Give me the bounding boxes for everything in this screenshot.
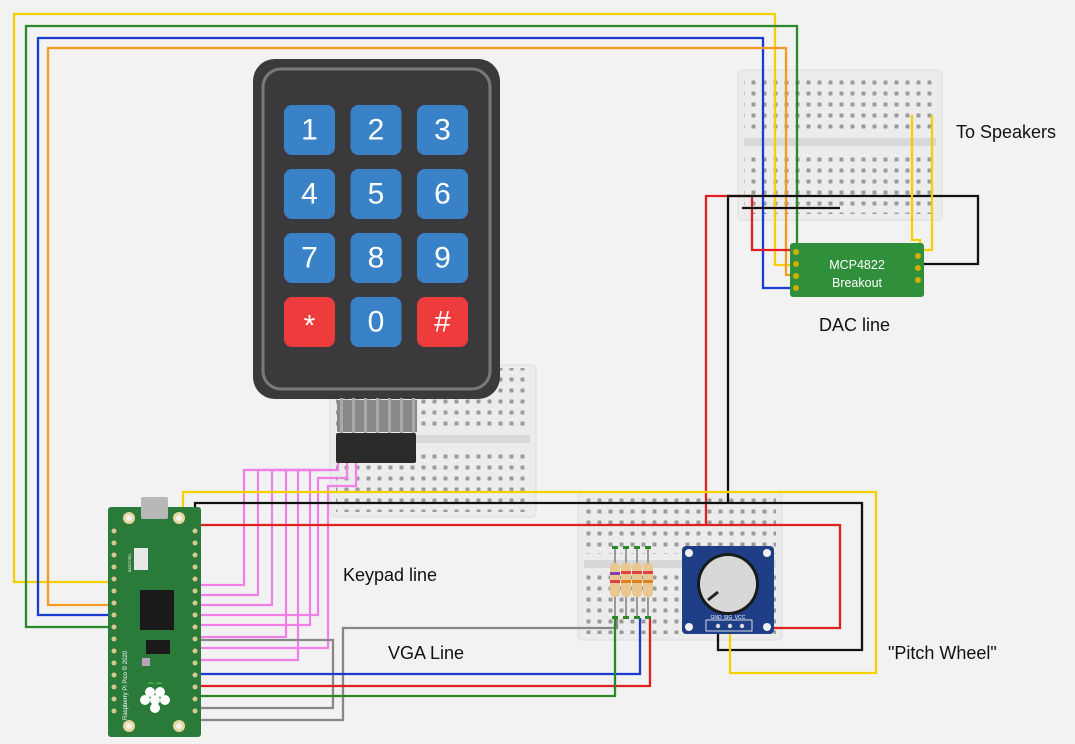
pitch-wheel-label: "Pitch Wheel" [888, 643, 997, 663]
keypad-key-label: 8 [368, 242, 385, 275]
keypad-key-face [350, 233, 402, 283]
keypad-key-face [350, 105, 402, 155]
keypad-key-label: 2 [368, 114, 385, 147]
keypad-key-0[interactable]: 0 [350, 297, 402, 347]
keypad-key-8[interactable]: 8 [350, 233, 402, 283]
pico-board: Raspberry Pi Pico © 2020 BOOTSEL [108, 497, 201, 737]
keypad-key-5[interactable]: 5 [350, 169, 402, 219]
keypad-key-label: 6 [434, 178, 451, 211]
vga-line-wires [195, 618, 652, 722]
to-speakers-label: To Speakers [956, 122, 1057, 142]
keypad-key-face [350, 169, 402, 219]
pico-silkscreen: Raspberry Pi Pico © 2020 [122, 650, 129, 720]
dac-chip-sublabel: Breakout [832, 276, 883, 290]
keypad-key-face [350, 297, 402, 347]
keypad-key-2[interactable]: 2 [350, 105, 402, 155]
dac-chip: MCP4822 Breakout [790, 243, 924, 297]
keypad-key-label: 1 [301, 114, 318, 147]
breadboard-top-right [737, 69, 943, 221]
keypad-key-hash[interactable]: # [417, 297, 468, 347]
vga-line-label: VGA Line [388, 643, 465, 663]
keypad-key-label: 5 [368, 178, 385, 211]
keypad-key-3[interactable]: 3 [417, 105, 468, 155]
keypad-key-label: * [304, 310, 316, 343]
dac-chip-label: MCP4822 [829, 258, 885, 272]
potentiometer[interactable]: GND SIG VCC [682, 546, 774, 634]
power-wires [181, 194, 980, 675]
keypad-key-4[interactable]: 4 [284, 169, 335, 219]
raspberry-logo-icon [140, 682, 170, 713]
keypad-key-face [417, 169, 468, 219]
pot-pin-vcc: VCC [735, 615, 746, 621]
resistors [610, 546, 653, 619]
pot-pin-gnd: GND [710, 615, 722, 621]
dac-line-label: DAC line [819, 315, 891, 335]
keypad-key-1[interactable]: 1 [284, 105, 335, 155]
keypad-key-face [284, 297, 335, 347]
keypad-key-label: 0 [368, 306, 385, 339]
dac-line-wires [12, 12, 799, 629]
keypad-key-label: 3 [434, 114, 451, 147]
keypad-key-label: # [434, 306, 451, 339]
keypad-line-label: Keypad line [343, 565, 438, 585]
keypad-key-face [284, 169, 335, 219]
keypad-key-face [417, 297, 468, 347]
keypad-key-face [284, 233, 335, 283]
keypad-key-label: 7 [301, 242, 318, 275]
pico-bootsel-label: BOOTSEL [127, 552, 132, 572]
keypad-key-label: 4 [301, 178, 318, 211]
keypad-key-7[interactable]: 7 [284, 233, 335, 283]
keypad-key-label: 9 [434, 242, 451, 275]
keypad-key-face [417, 233, 468, 283]
keypad-key-9[interactable]: 9 [417, 233, 468, 283]
keypad-key-6[interactable]: 6 [417, 169, 468, 219]
keypad-key-face [284, 105, 335, 155]
pot-pin-sig: SIG [724, 615, 733, 621]
keypad-key-star[interactable]: * [284, 297, 335, 347]
keypad-key-face [417, 105, 468, 155]
